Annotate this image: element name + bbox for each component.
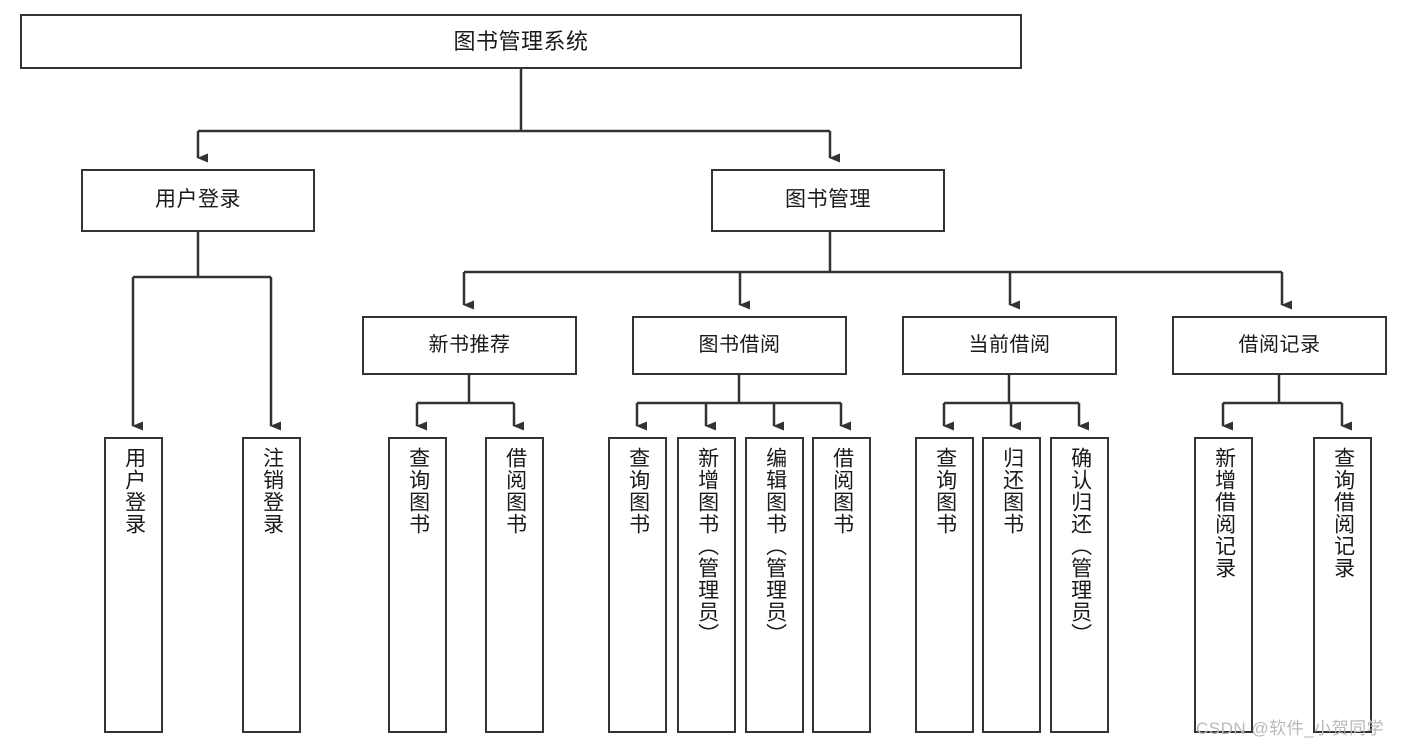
leaf-new-book-query[interactable]: 查询图书 bbox=[388, 437, 447, 733]
node-label: 用户登录 bbox=[155, 188, 241, 212]
node-label: 归还图书 bbox=[1000, 447, 1024, 535]
leaf-current-borrow-query[interactable]: 查询图书 bbox=[915, 437, 974, 733]
node-label: 当前借阅 bbox=[968, 334, 1051, 356]
node-label: 查询图书 bbox=[406, 447, 430, 535]
leaf-current-borrow-confirm-return[interactable]: 确认归还（管理员） bbox=[1050, 437, 1109, 733]
leaf-borrow-record-add[interactable]: 新增借阅记录 bbox=[1194, 437, 1253, 733]
node-new-book-recommend[interactable]: 新书推荐 bbox=[362, 316, 577, 375]
node-label: 借阅图书 bbox=[830, 447, 854, 535]
leaf-book-borrow-borrow[interactable]: 借阅图书 bbox=[812, 437, 871, 733]
node-label: 确认归还（管理员） bbox=[1068, 447, 1092, 645]
node-label: 图书管理 bbox=[785, 188, 871, 212]
leaf-user-login-login[interactable]: 用户登录 bbox=[104, 437, 163, 733]
node-borrow-record[interactable]: 借阅记录 bbox=[1172, 316, 1387, 375]
node-root-book-management-system[interactable]: 图书管理系统 bbox=[20, 14, 1022, 69]
node-label: 新增图书（管理员） bbox=[695, 447, 719, 645]
node-label: 查询借阅记录 bbox=[1331, 447, 1355, 579]
node-label: 借阅图书 bbox=[503, 447, 527, 535]
node-label: 查询图书 bbox=[933, 447, 957, 535]
leaf-borrow-record-query[interactable]: 查询借阅记录 bbox=[1313, 437, 1372, 733]
node-label: 图书借阅 bbox=[698, 334, 781, 356]
node-user-login[interactable]: 用户登录 bbox=[81, 169, 315, 232]
node-label: 新增借阅记录 bbox=[1212, 447, 1236, 579]
node-label: 新书推荐 bbox=[428, 334, 511, 356]
node-current-borrow[interactable]: 当前借阅 bbox=[902, 316, 1117, 375]
node-book-management[interactable]: 图书管理 bbox=[711, 169, 945, 232]
leaf-current-borrow-return[interactable]: 归还图书 bbox=[982, 437, 1041, 733]
leaf-book-borrow-add[interactable]: 新增图书（管理员） bbox=[677, 437, 736, 733]
node-label: 注销登录 bbox=[260, 447, 284, 535]
csdn-watermark: CSDN @软件_小贺同学 bbox=[1196, 719, 1385, 738]
leaf-book-borrow-edit[interactable]: 编辑图书（管理员） bbox=[745, 437, 804, 733]
leaf-user-login-logout[interactable]: 注销登录 bbox=[242, 437, 301, 733]
node-label: 查询图书 bbox=[626, 447, 650, 535]
node-book-borrow[interactable]: 图书借阅 bbox=[632, 316, 847, 375]
node-label: 编辑图书（管理员） bbox=[763, 447, 787, 645]
node-label: 借阅记录 bbox=[1238, 334, 1321, 356]
leaf-book-borrow-query[interactable]: 查询图书 bbox=[608, 437, 667, 733]
leaf-new-book-borrow[interactable]: 借阅图书 bbox=[485, 437, 544, 733]
node-label: 图书管理系统 bbox=[453, 28, 589, 54]
node-label: 用户登录 bbox=[122, 447, 146, 535]
